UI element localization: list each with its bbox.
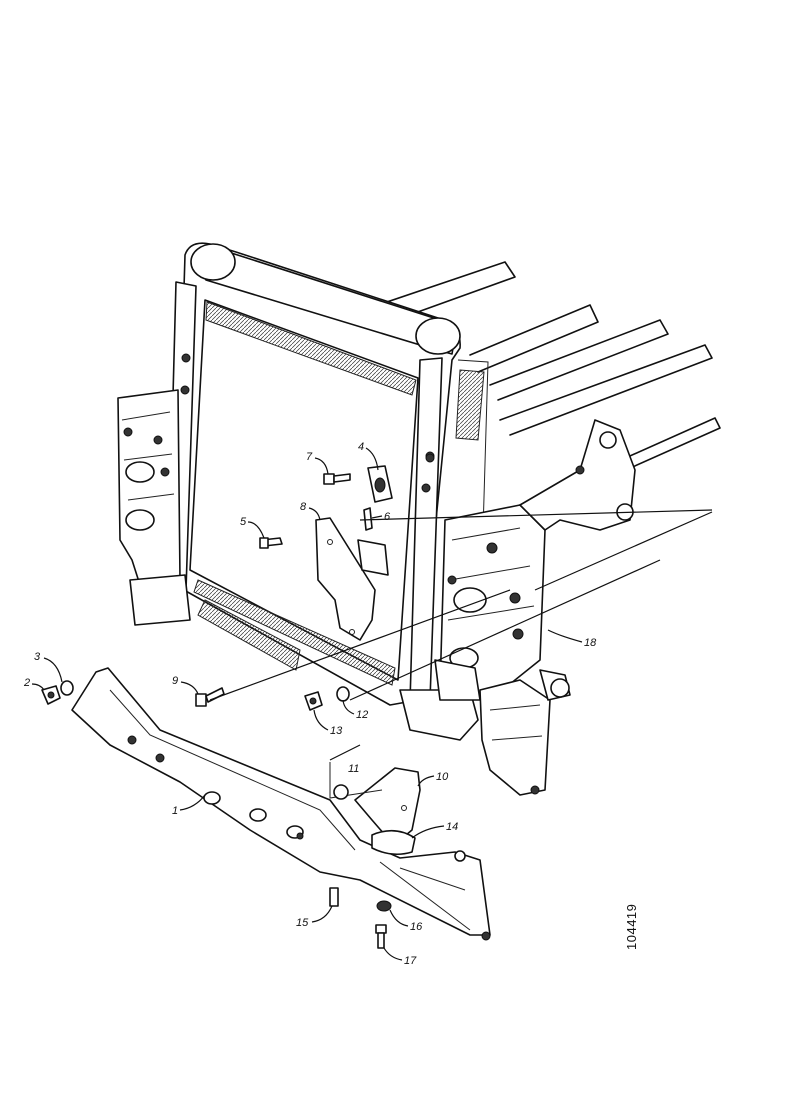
callout-8: 8 — [300, 501, 321, 521]
svg-text:1: 1 — [172, 805, 178, 817]
svg-text:15: 15 — [296, 917, 309, 929]
callout-6: 6 — [371, 511, 391, 523]
svg-text:16: 16 — [410, 921, 423, 933]
callout-17: 17 — [383, 947, 417, 967]
callout-16: 16 — [389, 909, 423, 933]
right-frame-bracket — [439, 419, 636, 796]
reference-number: 104419 — [624, 904, 639, 950]
callout-7: 7 — [306, 451, 329, 475]
callout-2: 2 — [23, 677, 45, 691]
svg-text:17: 17 — [404, 955, 417, 967]
svg-text:9: 9 — [172, 675, 178, 687]
lower-support — [399, 659, 481, 741]
bracket-8 — [315, 517, 389, 641]
svg-text:13: 13 — [330, 725, 343, 737]
radiator-assembly — [147, 242, 489, 706]
callout-11: 11 — [348, 763, 359, 775]
callout-4: 4 — [358, 441, 379, 471]
callout-10: 10 — [417, 771, 449, 787]
svg-text:8: 8 — [300, 501, 307, 513]
svg-text:6: 6 — [384, 511, 391, 523]
callout-9: 9 — [172, 675, 199, 695]
svg-text:10: 10 — [436, 771, 449, 783]
callout-15: 15 — [296, 905, 333, 929]
left-frame-bracket — [117, 389, 191, 626]
svg-text:2: 2 — [23, 677, 30, 689]
callout-3: 3 — [34, 651, 63, 683]
callout-5: 5 — [240, 516, 265, 539]
svg-text:11: 11 — [348, 763, 359, 775]
callout-18: 18 — [547, 629, 597, 649]
callout-13: 13 — [313, 709, 343, 737]
svg-text:3: 3 — [34, 651, 41, 663]
svg-text:7: 7 — [306, 451, 313, 463]
svg-text:12: 12 — [356, 709, 368, 721]
leader-lines — [209, 509, 713, 761]
callout-14: 14 — [411, 821, 458, 839]
bracket-10 — [329, 762, 421, 856]
fasteners — [41, 473, 392, 949]
svg-text:4: 4 — [358, 441, 364, 453]
skid-plate-1 — [71, 667, 491, 941]
svg-text:18: 18 — [584, 637, 597, 649]
svg-text:5: 5 — [240, 516, 247, 528]
part-4-clip — [367, 453, 435, 503]
svg-text:14: 14 — [446, 821, 458, 833]
callout-1: 1 — [172, 794, 206, 817]
callout-12: 12 — [342, 699, 368, 721]
